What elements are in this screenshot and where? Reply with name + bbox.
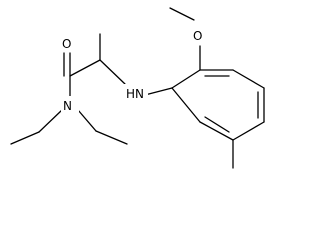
- carbonyl-oxygen-label: O: [62, 37, 71, 51]
- bond-ring-c3-c4: [232, 69, 265, 89]
- amine-nitrogen-label: HN: [126, 87, 144, 101]
- bond-ether-o-methyl: [169, 7, 195, 21]
- bond-ethyl-left-ch3: [10, 131, 40, 145]
- bond-ring-c6-c7: [199, 121, 234, 141]
- bond-ring-c5-c6: [232, 121, 265, 141]
- bond-ethyl-right-ch3: [95, 130, 128, 145]
- bond-amide-n-ethyl-right-ch2: [77, 109, 97, 132]
- bond-carbonyl-alpha: [69, 59, 101, 77]
- ether-oxygen-mask: [191, 24, 209, 44]
- carbonyl-oxygen-mask: [60, 34, 76, 52]
- bond-alpha-amine: [99, 59, 126, 85]
- bonds: [10, 7, 265, 169]
- bond-ring-c1-c2: [171, 69, 201, 89]
- bond-ring-inner-c: [204, 116, 230, 133]
- atom-labels: O N HN O: [60, 24, 209, 114]
- ether-oxygen-label: O: [193, 29, 202, 43]
- bond-ring-c7-c1: [171, 87, 201, 123]
- amide-nitrogen-label: N: [63, 99, 72, 113]
- bond-amide-n-ethyl-left-ch2: [38, 109, 63, 133]
- amide-nitrogen-mask: [61, 96, 79, 114]
- amine-nitrogen-mask: [124, 84, 148, 102]
- structural-formula: O N HN O: [10, 7, 265, 169]
